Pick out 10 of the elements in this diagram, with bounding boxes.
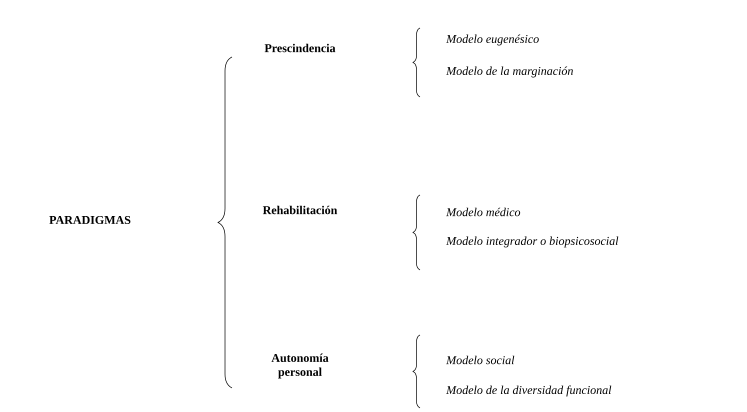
- model-label: Modelo de la diversidad funcional: [446, 385, 612, 396]
- category-label: Rehabilitación: [262, 206, 338, 214]
- model-label: Modelo social: [446, 356, 514, 364]
- model-label: Modelo médico: [446, 208, 520, 216]
- category-label: Autonomía personal: [271, 354, 328, 378]
- category-label: Prescindencia: [264, 44, 336, 52]
- model-label: Modelo de la marginación: [446, 66, 573, 78]
- model-label: Modelo integrador o biopsicosocial: [446, 236, 618, 248]
- model-label: Modelo eugenésico: [446, 34, 539, 46]
- root-label: PARADIGMAS: [49, 216, 130, 224]
